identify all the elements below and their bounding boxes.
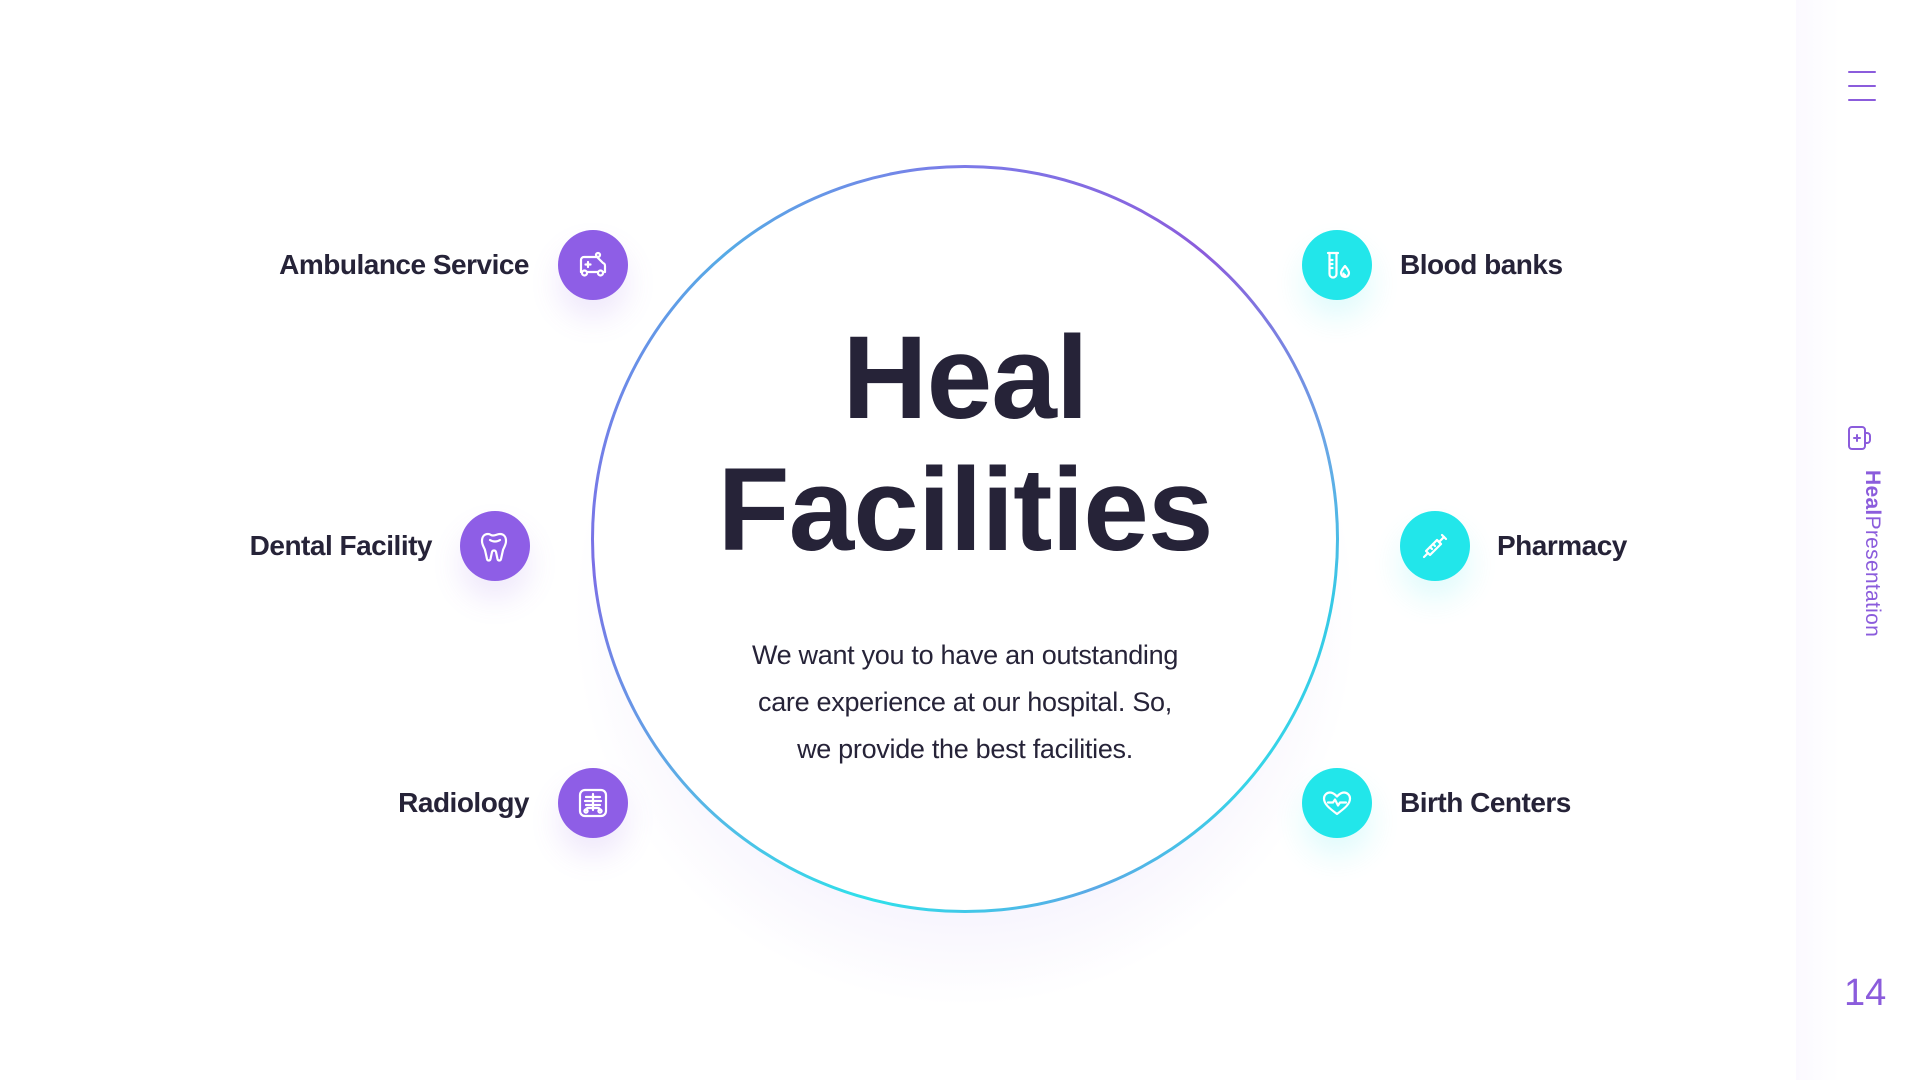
heart-pulse-icon [1322, 791, 1352, 816]
facility-label: Birth Centers [1400, 787, 1571, 818]
hamburger-menu-icon[interactable] [1848, 71, 1876, 101]
facility-icon-badge [460, 511, 530, 581]
slide-description: We want you to have an outstanding care … [700, 632, 1230, 773]
facility-label: Blood banks [1400, 249, 1563, 280]
description-line: we provide the best facilities. [797, 734, 1133, 764]
facility-icon-badge [558, 768, 628, 838]
description-line: We want you to have an outstanding [751, 640, 1179, 670]
facility-icon-badge [1302, 768, 1372, 838]
tooth-icon [480, 532, 508, 562]
facility-radiology: Radiology [0, 768, 628, 838]
xray-icon [578, 788, 608, 818]
slide-title: Heal Facilities [591, 312, 1339, 576]
sidebar: HealPresentation 14 [1796, 0, 1920, 1080]
brand-bold: Heal [1861, 470, 1884, 516]
facility-ambulance-service: Ambulance Service [0, 230, 628, 300]
facility-label: Radiology [398, 787, 529, 818]
ambulance-icon [579, 251, 607, 277]
test-tube-blood-icon [1326, 251, 1351, 279]
title-line-1: Heal [842, 312, 1088, 444]
facility-label: Dental Facility [249, 530, 433, 561]
title-line-2: Facilities [717, 444, 1213, 576]
facility-label: Ambulance Service [279, 249, 529, 280]
facility-pharmacy: Pharmacy [1400, 511, 1700, 581]
description-line: care experience at our hospital. So, [758, 687, 1172, 717]
brand-regular: Presentation [1861, 515, 1884, 638]
medical-mug-icon [1848, 426, 1871, 450]
facility-icon-badge [1400, 511, 1470, 581]
facility-dental-facility: Dental Facility [0, 511, 530, 581]
page-number: 14 [1844, 972, 1887, 1014]
facility-birth-centers: Birth Centers [1302, 768, 1622, 838]
facility-label: Pharmacy [1497, 530, 1627, 561]
facility-icon-badge [1302, 230, 1372, 300]
facility-icon-badge [558, 230, 628, 300]
central-circle [594, 168, 1336, 910]
brand-name: HealPresentation [1860, 470, 1884, 637]
slide-canvas: Heal Facilities We want you to have an o… [0, 165, 1700, 1010]
syringe-icon [1422, 533, 1448, 559]
facility-blood-banks: Blood banks [1302, 230, 1602, 300]
